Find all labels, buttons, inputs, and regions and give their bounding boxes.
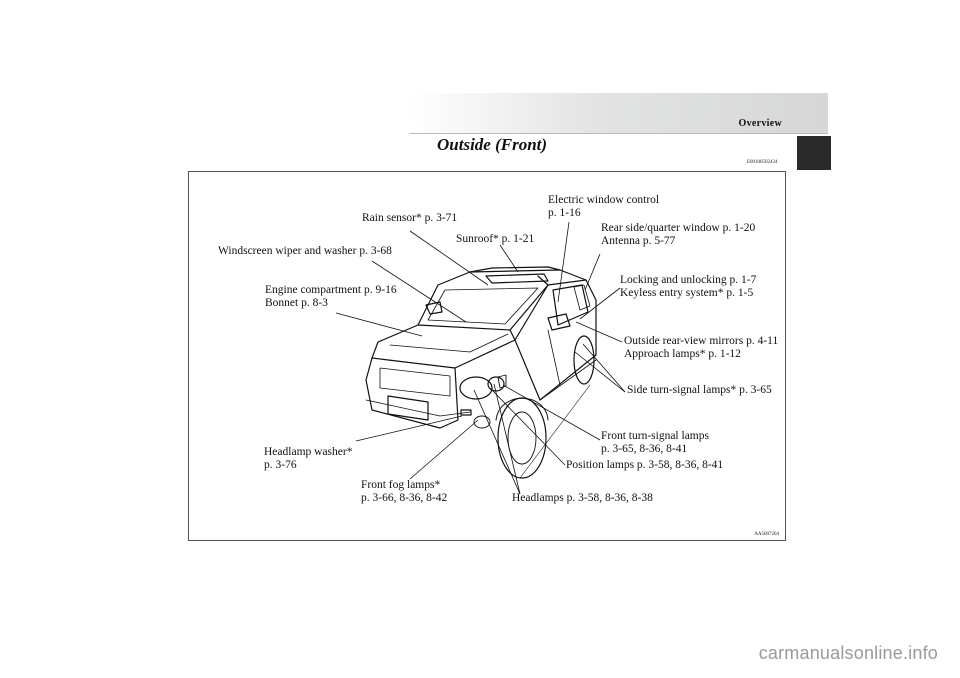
turn-signal-shape: [497, 374, 507, 389]
fog-lamp-shape: [460, 409, 472, 416]
callout-sunroof: Sunroof* p. 1-21: [456, 233, 535, 245]
leader-electric-window: [557, 221, 570, 303]
leader-position-lamps: [489, 387, 566, 466]
callout-headlamps: Headlamps p. 3-58, 8-36, 8-38: [512, 492, 653, 504]
windscreen-inner: [427, 287, 539, 325]
fog-lamp-lens: [473, 415, 491, 429]
callout-fog-lamps: Front fog lamps* p. 3-66, 8-36, 8-42: [361, 479, 448, 504]
plate-area: [387, 395, 429, 421]
body-side: [514, 279, 597, 401]
leader-headlamps-1: [473, 389, 521, 495]
bumper-line: [365, 399, 471, 417]
leader-front-turn: [502, 384, 601, 441]
wiper-mirror-left: [425, 301, 443, 315]
leader-headlamps-2: [493, 383, 521, 495]
figure-frame: AA5007204: [188, 171, 786, 541]
chapter-tab: [797, 136, 831, 170]
callout-rain-sensor: Rain sensor* p. 3-71: [362, 212, 458, 224]
header-band: [410, 93, 828, 133]
sunroof-outline: [485, 273, 549, 284]
leader-sunroof: [499, 244, 519, 273]
rear-quarter-window: [573, 284, 591, 311]
callout-electric-window: Electric window control p. 1-16: [548, 194, 660, 219]
section-header: Overview: [738, 118, 782, 129]
leader-fog-lamps: [409, 419, 479, 480]
sill-line: [539, 359, 597, 401]
callout-position-lamps: Position lamps p. 3-58, 8-36, 8-41: [566, 459, 724, 471]
leader-headlamp-washer: [355, 415, 463, 442]
callout-locking: Locking and unlocking p. 1-7 Keyless ent…: [620, 274, 757, 299]
side-window: [552, 284, 589, 326]
callout-headlamp-washer: Headlamp washer* p. 3-76: [264, 446, 353, 471]
side-mirror: [547, 313, 571, 331]
grille: [379, 367, 451, 397]
leader-mirrors: [575, 321, 623, 343]
leader-side-turn-2: [582, 343, 626, 393]
wheel-arch: [495, 397, 549, 421]
bonnet-crease: [389, 333, 509, 353]
header-rule: [410, 133, 828, 134]
headlamp-left-shape: [459, 376, 493, 400]
leader-locking: [579, 287, 621, 320]
bonnet-outline: [371, 324, 516, 369]
roof-outline: [437, 269, 587, 286]
page-title: Outside (Front): [437, 135, 548, 154]
door-line: [547, 329, 561, 386]
leader-wiper: [371, 260, 467, 323]
rear-wheel: [573, 335, 595, 385]
callout-side-turn: Side turn-signal lamps* p. 3-65: [627, 384, 772, 396]
callout-rear-window: Rear side/quarter window p. 1-20 Antenna…: [601, 222, 756, 247]
front-fascia: [365, 357, 459, 429]
ground-line: [519, 384, 591, 479]
leader-side-turn-1: [574, 351, 626, 393]
page-code: E00100502434: [747, 160, 778, 165]
callout-engine: Engine compartment p. 9-16 Bonnet p. 8-3: [265, 284, 397, 309]
watermark: carmanualsonline.info: [758, 643, 938, 663]
callout-wiper: Windscreen wiper and washer p. 3-68: [218, 245, 392, 257]
leader-rear-window: [584, 253, 601, 291]
callout-front-turn: Front turn-signal lamps p. 3-65, 8-36, 8…: [601, 430, 709, 455]
callout-mirrors: Outside rear-view mirrors p. 4-11 Approa…: [624, 335, 779, 360]
roof-rail: [469, 266, 561, 273]
leader-rain-sensor: [409, 230, 489, 286]
front-wheel-rim: [507, 411, 537, 465]
leader-engine: [335, 312, 423, 337]
figure-code: AA5007204: [754, 532, 779, 537]
